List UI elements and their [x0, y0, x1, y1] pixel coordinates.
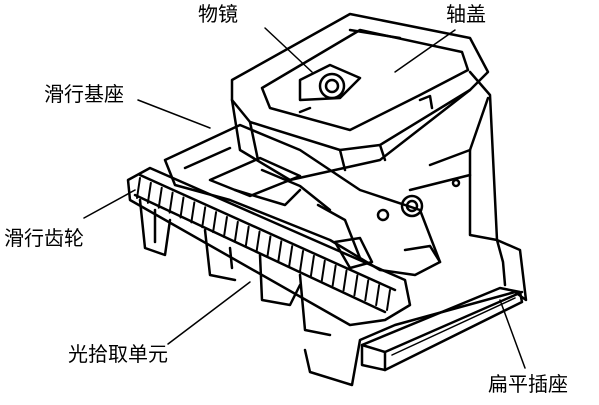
label-slide-base: 滑行基座: [44, 82, 124, 106]
rack-tooth: [244, 225, 250, 248]
rack-tooth: [266, 235, 272, 258]
label-shaft-cover: 轴盖: [446, 2, 486, 26]
rack-tooth: [309, 254, 315, 277]
rack-tooth: [255, 230, 261, 253]
rack-tooth: [288, 245, 294, 268]
leader-pickup: [167, 281, 251, 345]
rack-tooth: [222, 215, 228, 238]
rack-tooth: [233, 220, 239, 243]
rack-tooth: [364, 279, 370, 302]
slide-gear-rack: [126, 166, 412, 337]
rack-tooth: [299, 250, 305, 273]
objective-lens-icon: [318, 72, 346, 100]
rack-tooth: [136, 177, 141, 199]
leader-lines: [83, 27, 526, 369]
rack-tooth: [190, 201, 196, 224]
rack-tooth: [146, 181, 152, 204]
rack-tooth: [168, 191, 174, 214]
leader-shaft-cover: [394, 29, 456, 73]
lens-cover-assembly: [230, 12, 490, 182]
rack-tooth: [342, 269, 348, 292]
leader-slide-base: [137, 99, 211, 129]
rack-tooth: [277, 240, 283, 263]
label-ribbon-socket: 扁平插座: [488, 372, 568, 396]
rack-tooth: [320, 259, 326, 282]
rack-tooth: [179, 196, 185, 219]
label-slide-gear: 滑行齿轮: [4, 226, 84, 250]
ribbon-socket: [360, 286, 524, 372]
rack-tooth: [386, 289, 391, 311]
rack-tooth: [212, 211, 218, 234]
rack-tooth: [375, 284, 381, 307]
rack-tooth: [157, 186, 163, 209]
rack-tooth: [201, 206, 207, 229]
label-objective-lens: 物镜: [198, 2, 238, 26]
rack-tooth: [331, 264, 337, 287]
sliding-base: [163, 123, 442, 277]
rack-tooth: [353, 274, 359, 297]
leader-slide-gear: [83, 189, 136, 219]
label-pickup-unit: 光拾取单元: [68, 342, 168, 366]
leader-ribbon: [499, 299, 526, 369]
leader-objective: [264, 27, 313, 73]
